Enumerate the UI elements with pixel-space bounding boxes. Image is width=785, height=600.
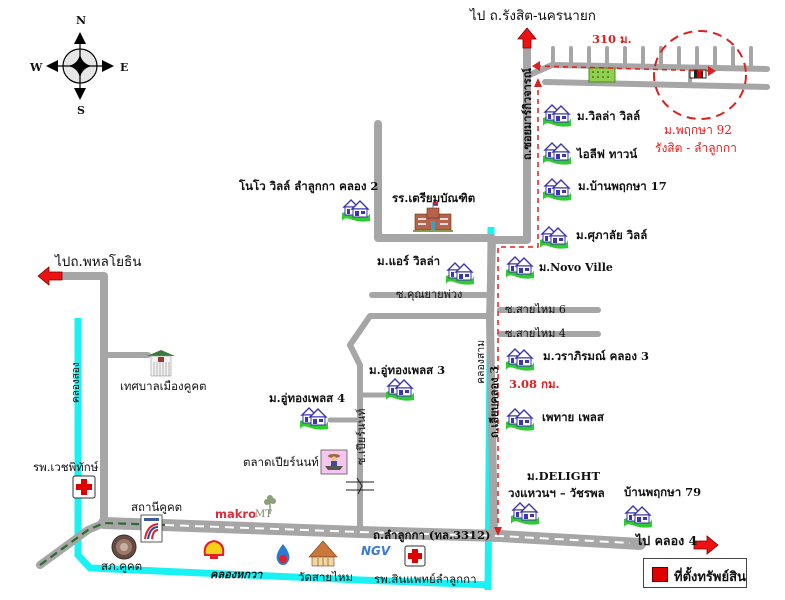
route-path (497, 65, 713, 532)
house-icon-air-villa (444, 260, 476, 286)
label-police-station: สภ.คูคต (101, 559, 143, 573)
makro-logo: makro (215, 507, 256, 521)
label-village-ilive-town: ไอลีฟ ทาวน์ (577, 147, 638, 161)
label-road-liap-khlong3: ถ.เลียบคลอง 3 (488, 366, 501, 438)
label-village-villa-ville: ม.วิลล่า วิลล์ (577, 109, 641, 123)
school-icon (413, 202, 453, 232)
road-break-symbol (346, 477, 374, 495)
market-icon (320, 449, 348, 475)
label-village-waraphirom: ม.วราภิรมณ์ คลอง 3 (543, 349, 649, 363)
compass-north: N (76, 14, 87, 27)
label-to-phahonyothin: ไปถ.พหลโยธิน (55, 254, 142, 270)
municipality-icon (147, 350, 175, 377)
park-dots (592, 71, 609, 78)
arrow-to-rangsit (517, 27, 537, 49)
legend-property-label: ที่ตั้งทรัพย์สิน (674, 570, 746, 585)
mt-logo-tree-icon (264, 495, 276, 514)
label-temple: วัดสายไหม (298, 570, 354, 584)
label-village-delight: ม.DELIGHT (527, 469, 601, 483)
label-market: ตลาดเปียร์นนท์ (243, 455, 319, 469)
house-icon-supalai-ville (538, 224, 570, 250)
hospital-icon-lamlukka (404, 545, 426, 567)
compass-west: W (30, 61, 43, 74)
label-municipality: เทศบาลเมืองคูคต (120, 379, 207, 393)
target-location: รังสิต - ลำลูกกา (655, 141, 737, 155)
label-village-baan-pruksa-79: บ้านพฤกษา 79 (624, 485, 702, 499)
road-lamlukka-centerline (164, 524, 631, 544)
police-station-icon (111, 534, 137, 560)
house-icon-novo-ville-khlong2 (340, 197, 372, 223)
label-soi-pienrunnot: ซ.เปียร์นนท์ (355, 408, 368, 465)
target-name: ม.พฤกษา 92 (664, 123, 732, 137)
label-village-novo-ville: ม.Novo Ville (539, 261, 613, 274)
distance-310m: 310 ม. (592, 32, 632, 46)
label-canal-khlong-song: คลองสอง (71, 362, 82, 403)
road-top-sois (551, 46, 753, 71)
label-to-rangsit-nakhonnayok: ไป ถ.รังสิต-นครนายก (470, 8, 596, 24)
label-village-phethai-place: เพทาย เพลส (542, 410, 604, 424)
label-school: รร.เตรียมบัณฑิต (392, 191, 476, 205)
label-village-air-villa: ม.แอร์ วิลล่า (377, 254, 441, 268)
label-hospital-lamlukka: รพ.สินแพทย์ลำลูกกา (374, 572, 477, 586)
arrow-to-phahonyothin (37, 266, 63, 286)
house-icon-uthong-place-4 (298, 405, 330, 431)
compass-rose (46, 32, 114, 100)
mt-logo: MT (255, 509, 272, 520)
road-liap-khlong3 (486, 236, 498, 542)
label-soi-saimai6: ซ.สายไหม 6 (505, 303, 566, 316)
hospital-icon-vejchapitak (72, 475, 96, 499)
label-to-khlong4: ไป คลอง 4 (636, 533, 698, 548)
house-icon-delight (509, 500, 541, 526)
house-icon-waraphirom (504, 346, 536, 372)
label-village-delight-sub: วงแหวนฯ – วัชรพล (508, 486, 605, 500)
temple-icon (308, 540, 338, 567)
house-icon-villa-ville (541, 102, 573, 128)
ptt-icon (276, 544, 290, 565)
map-legend: ที่ตั้งทรัพย์สิน (643, 558, 747, 588)
distance-3-08km: 3.08 กม. (509, 377, 560, 391)
arrow-to-khlong4 (693, 535, 719, 555)
station-icon (140, 514, 163, 543)
label-village-uthong-place-4: ม.อู่ทองเพลส 4 (269, 391, 346, 405)
label-road-chalermprakiat: ถ.ซอยมาร์กิวจารณ์ (521, 68, 534, 160)
label-canal-khlong-sam: คลองสาม (475, 339, 487, 384)
house-icon-phethai-place (504, 406, 536, 432)
legend-property-swatch (652, 567, 668, 582)
road-school-west (374, 120, 496, 242)
label-canal-khlong-hok-wa: คลองหกวา (210, 568, 263, 581)
target-area-circle (653, 30, 747, 120)
canal-khlong-song (74, 318, 491, 589)
label-village-baan-pruksa-17: ม.บ้านพฤกษา 17 (578, 179, 667, 193)
house-icon-baan-pruksa-17 (541, 176, 573, 202)
label-village-supalai-ville: ม.ศุภาลัย วิลล์ (576, 228, 648, 242)
ngv-logo: NGV (361, 544, 391, 558)
road-top-lower (542, 79, 770, 90)
park-area (588, 67, 616, 83)
house-icon-baan-pruksa-79 (622, 503, 654, 529)
road-chalermprakiat (488, 44, 531, 244)
compass-east: E (120, 61, 129, 74)
compass-south: S (77, 104, 85, 117)
label-road-lamlukka: ถ.ลำลูกกา (ทล.3312) (373, 528, 491, 542)
house-icon-novo-ville (504, 254, 536, 280)
label-village-uthong-place-3: ม.อู่ทองเพลส 3 (369, 363, 446, 377)
shell-icon (203, 539, 225, 559)
label-station: สถานีคูคต (131, 500, 183, 514)
road-southwest (36, 519, 108, 569)
label-hospital-vejchapitak: รพ.เวชพิทักษ์ (33, 460, 99, 474)
house-icon-ilive-town (541, 140, 573, 166)
label-village-novo-ville-khlong2: โนโว วิลล์ ลำลูกกา คลอง 2 (239, 179, 379, 193)
rail-line (39, 521, 166, 566)
road-soi-pienrunnot (347, 313, 493, 535)
house-icon-uthong-place-3 (384, 376, 416, 402)
road-to-phahonyothin (58, 272, 108, 527)
label-soi-khunyai: ซ.คุณยายพ่วง (396, 288, 463, 301)
route-arrowheads (494, 61, 716, 536)
label-soi-saimai4: ซ.สายไหม 4 (505, 327, 566, 340)
